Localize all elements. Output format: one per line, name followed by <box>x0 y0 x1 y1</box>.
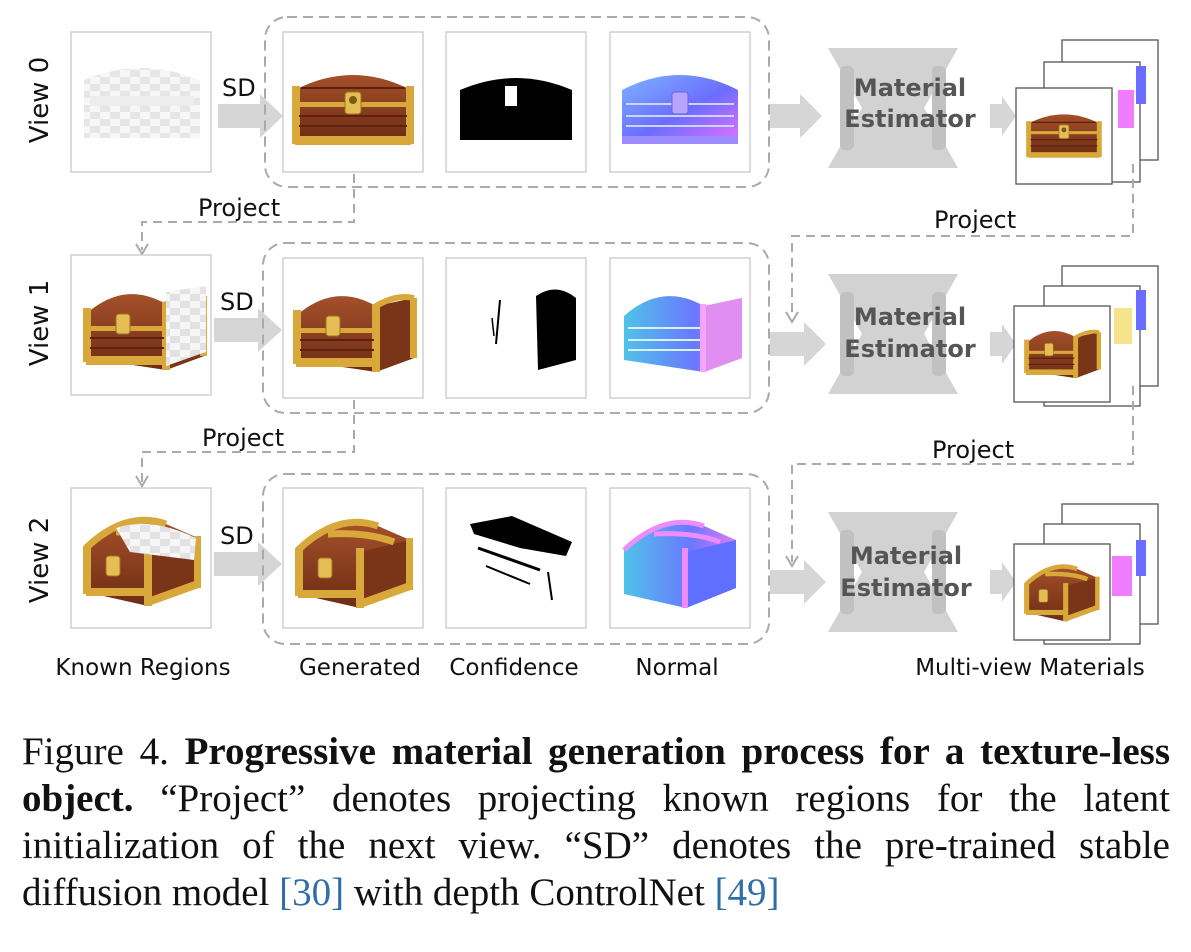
sd-label-1: SD <box>220 288 254 316</box>
confidence-thumb-2 <box>446 488 586 628</box>
to-estimator-arrow-2 <box>770 560 826 604</box>
generated-thumb-1 <box>283 258 423 398</box>
normal-thumb-0 <box>610 32 750 172</box>
to-materials-arrow-0 <box>990 96 1016 136</box>
sd-label-0: SD <box>222 74 256 102</box>
to-materials-arrow-1 <box>990 324 1016 364</box>
project-label-left-1: Project <box>202 424 284 452</box>
column-label-confidence: Confidence <box>449 655 578 681</box>
material-estimator-1: Material Estimator <box>828 274 976 394</box>
normal-thumb-2 <box>610 488 750 628</box>
material-estimator-0: Material Estimator <box>828 48 976 168</box>
caption-text-2: with depth ControlNet <box>354 871 705 914</box>
estimator-text-line2-2: Estimator <box>840 574 972 602</box>
citation-link-49[interactable]: [49] <box>715 871 780 914</box>
generated-thumb-2 <box>283 488 423 628</box>
column-label-multiview-materials: Multi-view Materials <box>915 655 1145 681</box>
to-materials-arrow-2 <box>990 562 1016 602</box>
confidence-thumb-1 <box>446 258 586 398</box>
to-estimator-arrow-1 <box>770 322 826 366</box>
estimator-text-line1-1: Material <box>854 303 966 331</box>
estimator-text-line1-0: Material <box>854 74 966 102</box>
figure-caption: Figure 4. Progressive material generatio… <box>22 728 1170 916</box>
citation-link-30[interactable]: [30] <box>279 871 344 914</box>
material-estimator-2: Material Estimator <box>828 512 972 632</box>
material-stack-2 <box>1014 504 1158 644</box>
project-label-left-0: Project <box>198 194 280 222</box>
view-label-1: View 1 <box>25 280 55 367</box>
column-label-known-regions: Known Regions <box>55 655 230 681</box>
known-region-thumb-1 <box>71 255 211 395</box>
column-label-normal: Normal <box>635 655 718 681</box>
view-label-0: View 0 <box>25 57 55 144</box>
generated-thumb-0 <box>283 32 423 172</box>
sd-label-2: SD <box>220 522 254 550</box>
column-label-generated: Generated <box>299 655 421 681</box>
material-stack-1 <box>1014 266 1158 406</box>
known-region-thumb-2 <box>71 488 211 628</box>
caption-prefix: Figure 4. <box>22 730 169 773</box>
estimator-text-line2-1: Estimator <box>844 335 976 363</box>
known-region-thumb-0 <box>71 32 211 172</box>
view-label-2: View 2 <box>25 517 55 604</box>
project-label-right-0: Project <box>934 206 1016 234</box>
confidence-thumb-0 <box>446 32 586 172</box>
estimator-text-line2-0: Estimator <box>844 105 976 133</box>
project-label-right-1: Project <box>932 436 1014 464</box>
normal-thumb-1 <box>610 258 750 398</box>
to-estimator-arrow-0 <box>770 94 822 138</box>
project-arrowhead-right-0 <box>786 312 798 322</box>
pipeline-diagram: View 0 SD Material Estimator Project <box>0 0 1191 700</box>
estimator-text-line1-2: Material <box>850 542 962 570</box>
material-stack-0 <box>1016 40 1158 184</box>
